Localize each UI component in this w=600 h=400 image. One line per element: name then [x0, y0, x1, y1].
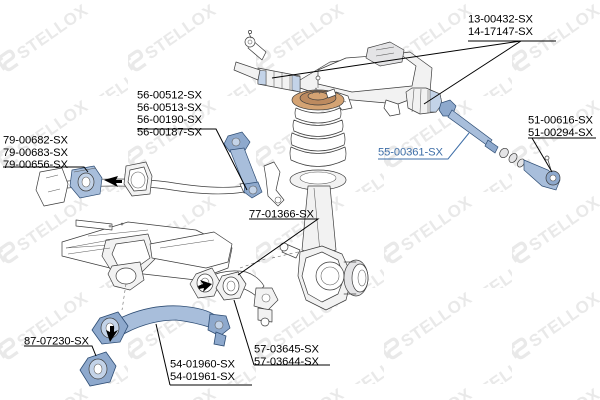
- rear-bushing-part: [79, 326, 118, 387]
- subframe-crossmember: [61, 219, 233, 291]
- leader-lines: [3, 40, 596, 386]
- part-label-rear-bushing[interactable]: 87-07230-SX: [24, 335, 90, 347]
- part-number-text: 56-00513-SX: [137, 102, 202, 114]
- part-number-text: 77-01366-SX: [249, 208, 314, 220]
- part-number-text: 54-01961-SX: [170, 371, 235, 383]
- part-number-text: 87-07230-SX: [24, 335, 89, 347]
- stabilizer-link-part: [223, 131, 263, 199]
- rack-boot-right: [405, 87, 443, 115]
- link-bracket: [263, 161, 285, 207]
- part-number-text: 56-00512-SX: [137, 89, 202, 101]
- part-number-text: 55-00361-SX: [378, 146, 443, 158]
- part-number-text: 57-03645-SX: [254, 343, 319, 355]
- rack-boot-left: [257, 67, 301, 93]
- part-number-text: 54-01960-SX: [170, 358, 235, 370]
- part-number-text: 79-00682-SX: [3, 134, 68, 146]
- part-number-text: 51-00294-SX: [528, 127, 593, 139]
- strut-and-coil-spring: [279, 75, 369, 311]
- part-number-text: 14-17147-SX: [468, 26, 533, 38]
- part-label-stabilizer-link[interactable]: 56-00512-SX56-00513-SX56-00190-SX56-0018…: [137, 89, 203, 139]
- part-number-text: 79-00656-SX: [3, 159, 68, 171]
- inner-tie-rod-part: [438, 99, 499, 154]
- outer-tie-rod-end-part: [523, 155, 561, 191]
- stabilizer-bushing-part: [69, 165, 103, 199]
- suspension-illustration: [35, 30, 561, 387]
- part-number-text: 79-00683-SX: [3, 147, 68, 159]
- part-label-control-arm-bushing[interactable]: 77-01366-SX: [249, 208, 315, 220]
- part-number-text: 57-03644-SX: [254, 356, 319, 368]
- part-number-text: 51-00616-SX: [528, 114, 593, 126]
- part-label-inner-tie-rod[interactable]: 55-00361-SX: [378, 146, 444, 158]
- part-number-text: 56-00190-SX: [137, 114, 202, 126]
- part-number-text: 13-00432-SX: [468, 13, 533, 25]
- control-arm-bushing-part: [198, 271, 247, 301]
- part-number-text: 56-00187-SX: [137, 127, 202, 139]
